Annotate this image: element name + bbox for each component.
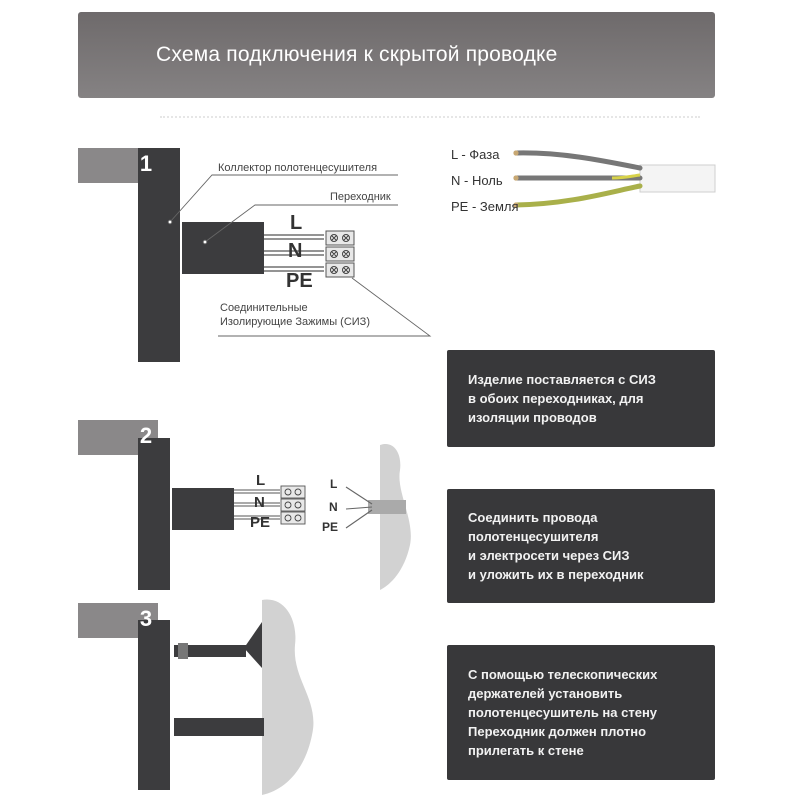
terminals-label: Соединительные Изолирующие Зажимы (СИЗ) [220,302,370,328]
step2-number: 2 [139,423,153,448]
instruction-box-3: С помощью телескопических держателей уст… [447,645,715,780]
step3-wall [262,599,314,795]
step3-towel-rail-collector [138,620,170,790]
step1-wire-PE: PE [286,270,313,292]
step1-towel-rail-collector [138,148,180,362]
step2-wire-PE: PE [250,514,271,531]
legend-neutral: N - Ноль [451,173,503,188]
step1-leader-lines [167,174,432,337]
step2-adapter [172,488,234,530]
step3-adapter-flange [244,622,262,668]
adapter-label: Переходник [330,191,391,203]
step2-wall-cable [368,500,406,514]
instruction-text-3: С помощью телескопических держателей уст… [468,667,658,758]
step2-wall-wires [345,486,373,529]
legend-phase: L - Фаза [451,147,500,162]
step1-number: 1 [139,151,153,176]
step2-wires [234,489,280,520]
header-shadow-dashes [160,116,700,120]
step1-wires [264,234,324,272]
step3-holder-joint [178,643,188,659]
collector-label: Коллектор полотенцесушителя [218,162,378,174]
step2-wire-N: N [254,494,265,511]
step1-adapter [182,222,264,274]
step2-wall [380,444,411,590]
instruction-text-1: Изделие поставляется с СИЗ в обоих перех… [468,372,656,425]
instruction-box-2: Соединить провода полотенцесушителя и эл… [447,489,715,603]
step3-telescopic-holder-top [174,645,246,657]
step1-wire-N: N [288,240,303,262]
step2-towel-rail-collector [138,438,170,590]
page-title: Схема подключения к скрытой проводке [78,12,715,98]
page-title-text: Схема подключения к скрытой проводке [156,43,558,66]
instruction-text-2: Соединить провода полотенцесушителя и эл… [468,510,644,582]
step3-number: 3 [139,606,153,631]
step1-terminals [325,230,355,278]
cable-illustration [513,150,716,208]
step3-telescopic-holder-bottom [174,718,264,736]
step2-terminals [280,485,306,525]
step2-wire-L: L [256,472,266,489]
step2-wall-N: N [329,500,338,514]
step2-wall-PE: PE [322,520,339,534]
instruction-box-1: Изделие поставляется с СИЗ в обоих перех… [447,350,715,447]
legend-ground: PE - Земля [451,199,519,214]
step2-wall-L: L [330,477,338,491]
step1-wire-L: L [290,212,303,234]
